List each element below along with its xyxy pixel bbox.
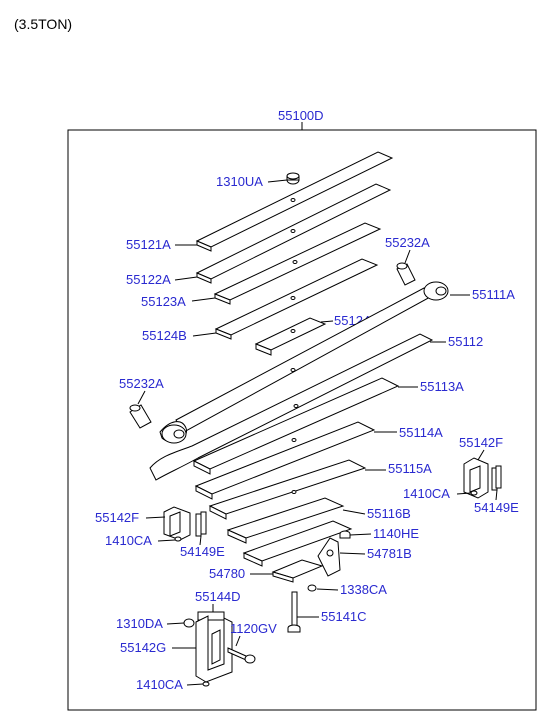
callout-55112[interactable]: 55112 (448, 334, 483, 349)
callout-1410CA-left[interactable]: 1410CA (105, 533, 152, 548)
callout-1338CA[interactable]: 1338CA (340, 582, 387, 597)
leaf-bottom (242, 520, 353, 567)
callout-55142F-left[interactable]: 55142F (95, 510, 139, 525)
callout-55232A-left[interactable]: 55232A (119, 376, 164, 391)
nut-1310DA (183, 618, 195, 628)
callout-55142F-right[interactable]: 55142F (459, 435, 503, 450)
leaf-55123A (213, 222, 382, 305)
bolt-55141C (287, 591, 301, 633)
callout-1310UA[interactable]: 1310UA (216, 174, 263, 189)
pad-55124F (254, 317, 327, 356)
leaf-55124B (214, 258, 379, 340)
callout-1120GV[interactable]: 1120GV (230, 621, 277, 636)
callout-54149E-left[interactable]: 54149E (180, 544, 225, 559)
bracket-54781B (317, 537, 341, 577)
callout-55111A[interactable]: 55111A (472, 287, 515, 302)
callout-55142G[interactable]: 55142G (120, 640, 166, 655)
main-leaf-55111A (159, 281, 449, 444)
leaf-55114A (194, 421, 376, 500)
callout-55123A[interactable]: 55123A (141, 294, 186, 309)
callout-1410CA-bottom[interactable]: 1410CA (136, 677, 183, 692)
bolt-1140HE (339, 530, 351, 539)
nut-1338CA (307, 584, 317, 592)
pin-55144D (197, 611, 225, 621)
bolt-1120GV (227, 647, 256, 664)
callout-54780[interactable]: 54780 (209, 566, 245, 581)
callout-55124B[interactable]: 55124B (142, 328, 187, 343)
callout-55114A[interactable]: 55114A (399, 425, 443, 440)
callout-55121A[interactable]: 55121A (126, 237, 171, 252)
nut-1310UA (286, 172, 300, 185)
callout-1140HE[interactable]: 1140HE (373, 526, 419, 541)
bushing-55232A-left (129, 404, 152, 429)
callout-55141C[interactable]: 55141C (321, 609, 367, 624)
leaf-55121A (195, 151, 394, 252)
callout-54149E-right[interactable]: 54149E (474, 500, 519, 515)
callout-55232A-right[interactable]: 55232A (385, 235, 430, 250)
leaf-55112 (149, 333, 434, 481)
leaf-55116B (226, 497, 345, 544)
callout-55100D[interactable]: 55100D (278, 108, 324, 123)
callout-55122A[interactable]: 55122A (126, 272, 171, 287)
page-title: (3.5TON) (14, 16, 73, 32)
plate-54780 (271, 559, 324, 583)
callout-55144D[interactable]: 55144D (195, 589, 241, 604)
callout-1310DA[interactable]: 1310DA (116, 616, 163, 631)
cotter-1410CA-bottom (202, 681, 210, 687)
bushing-55232A-right (396, 262, 416, 286)
callout-55115A[interactable]: 55115A (388, 461, 432, 476)
callout-1410CA-right[interactable]: 1410CA (403, 486, 450, 501)
shackle-55142G (195, 615, 233, 683)
clip-55142F-left (163, 506, 207, 542)
clip-55142F-right (463, 457, 502, 499)
leaf-55113A (192, 377, 400, 475)
callout-55113A[interactable]: 55113A (420, 379, 464, 394)
leaf-55122A (195, 183, 392, 284)
callout-54781B[interactable]: 54781B (367, 546, 412, 561)
leaf-55115A (208, 459, 367, 520)
callout-55116B[interactable]: 55116B (367, 506, 411, 521)
